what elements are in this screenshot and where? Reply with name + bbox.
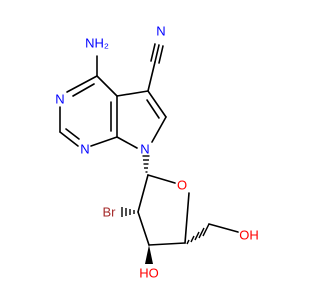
ring-oxygen-label: O — [177, 177, 187, 192]
bond-c2-n1 — [59, 131, 79, 147]
stereo-bonds — [121, 155, 210, 245]
bond-c5-cn — [147, 61, 156, 92]
bond-c4a-c5 — [116, 90, 149, 97]
bond-c5-c6 — [147, 90, 167, 118]
bond-cn-triple-3 — [158, 45, 164, 64]
bromine-label: Br — [103, 204, 117, 219]
hydroxyl-ring-label: HO — [139, 265, 159, 280]
bond-c4-c4a — [96, 75, 118, 97]
bond-c4-n3-double — [72, 83, 95, 97]
bond-c4p-o — [184, 192, 190, 244]
bond-lines — [59, 43, 239, 246]
bond-c2-n1-double — [65, 128, 80, 140]
bond-n7-c7a — [116, 136, 138, 149]
wedge-bond-c3p-oh — [145, 245, 153, 264]
bond-c6-n7 — [151, 116, 167, 143]
bond-c3p-c4p — [148, 242, 186, 246]
bond-cn-triple-2 — [150, 43, 156, 62]
atom-labels: NH₂ N N N N O Br HO OH — [55, 23, 258, 280]
bond-c5p-oh — [208, 223, 239, 233]
bond-c2p-c3p — [137, 211, 150, 246]
pyrimidine-n3-label: N — [55, 91, 64, 106]
bond-o-c1p — [147, 174, 176, 184]
bond-c5-c6-double — [146, 99, 160, 119]
bond-cn-triple-1 — [154, 44, 160, 63]
bond-n1-c7a — [90, 136, 118, 147]
pyrimidine-n1-label: N — [80, 141, 89, 156]
nitrile-nitrogen-label: N — [156, 23, 165, 38]
bond-c1p-c2p — [137, 174, 149, 213]
amino-group-label: NH₂ — [85, 35, 109, 50]
bond-c4-n3 — [66, 75, 98, 93]
hydroxyl-chain-label: OH — [239, 227, 259, 242]
chemical-structure-diagram: NH₂ N N N N O Br HO OH — [55, 23, 258, 280]
pyrrole-n-label: N — [140, 141, 149, 156]
